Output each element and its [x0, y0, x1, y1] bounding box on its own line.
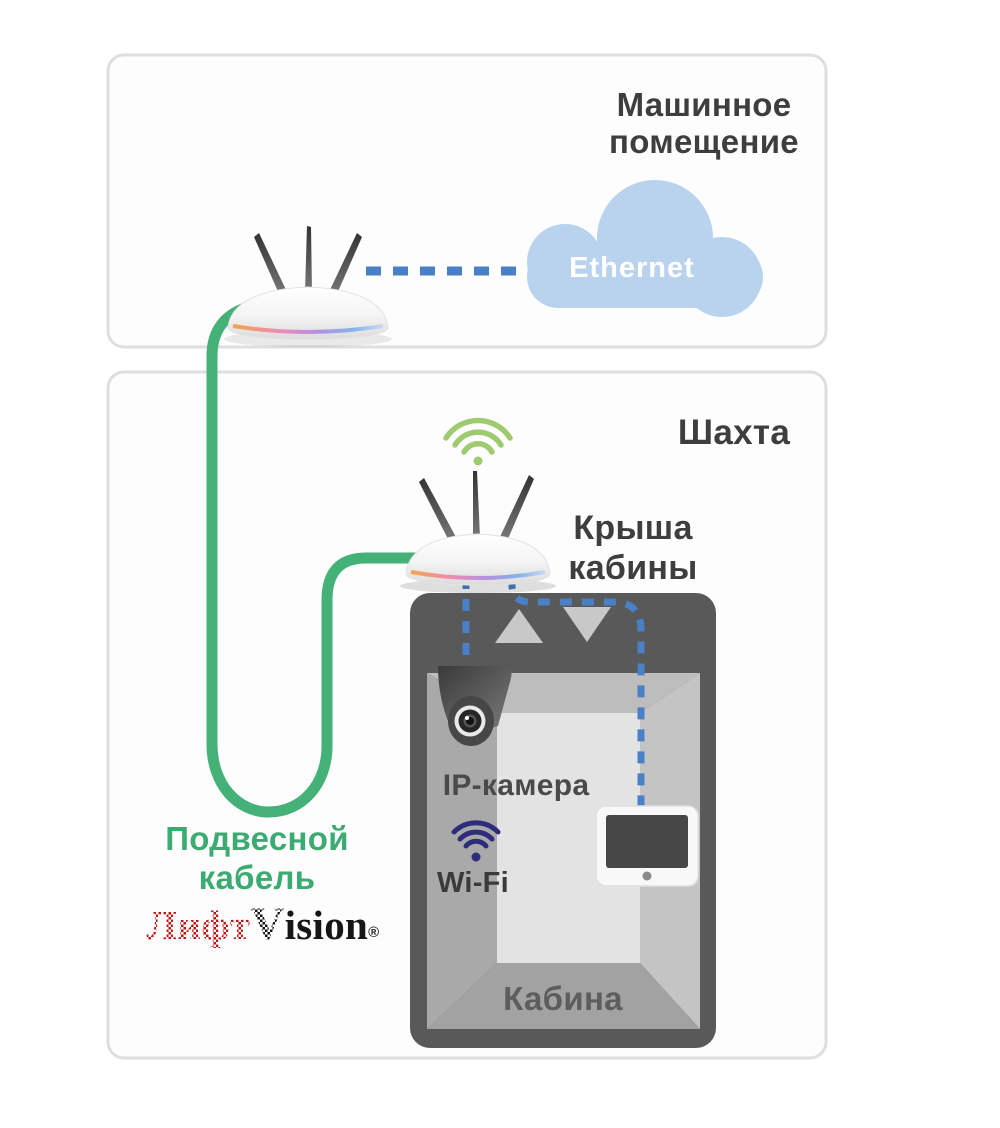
shaft-title: Шахта: [677, 413, 791, 452]
down-arrow-icon: [563, 607, 611, 642]
dome-camera-icon: [438, 666, 512, 746]
cabin-roof-label: Крыша кабины: [533, 508, 733, 588]
ip-camera-label: IP-камера: [442, 769, 590, 802]
antenna-icon: [473, 471, 480, 537]
router-machine-room: [224, 226, 392, 347]
antenna-icon: [254, 233, 288, 296]
suspension-cable-label-line2: кабель: [198, 859, 316, 896]
wifi-icon-navy: [451, 820, 501, 862]
suspension-cable-label-line1: Подвесной: [165, 820, 349, 857]
wifi-signal-icon-green: [443, 417, 513, 466]
wifi-label: Wi-Fi: [436, 867, 510, 899]
logo-lift-initial: Лифт: [146, 902, 251, 948]
suspension-cable-label: Подвесной кабель: [107, 819, 407, 897]
cabin-display: [595, 805, 699, 887]
machine-room-title: Машинное помещение: [504, 86, 904, 160]
router-led-stripe: [232, 324, 384, 334]
registered-trademark-icon: ®: [368, 924, 380, 941]
router-body: [405, 533, 551, 586]
router-led-stripe: [410, 570, 546, 580]
cabin-label: Кабина: [503, 980, 623, 1017]
machine-room-title-line2: помещение: [609, 123, 799, 160]
logo-ision-part: ision: [284, 902, 369, 948]
up-arrow-icon: [495, 609, 543, 643]
ethernet-cloud-label: Ethernet: [569, 252, 695, 284]
antenna-icon: [419, 478, 457, 541]
antenna-icon: [328, 233, 362, 296]
ethernet-cloud-icon: [527, 180, 763, 317]
router-body: [227, 286, 389, 340]
machine-room-title-line1: Машинное: [616, 86, 792, 123]
antenna-icon: [305, 226, 312, 292]
cabin-roof-label-line1: Крыша: [573, 509, 693, 547]
logo-v-part: V: [250, 898, 285, 950]
home-button: [642, 871, 652, 881]
cabin-roof-label-line2: кабины: [568, 549, 698, 587]
liftvision-logo: ЛифтVision®: [113, 897, 413, 951]
display-screen: [606, 815, 688, 868]
suspension-cable: [206, 300, 430, 818]
router-cabin-roof: [400, 471, 556, 593]
antenna-icon: [499, 475, 534, 541]
